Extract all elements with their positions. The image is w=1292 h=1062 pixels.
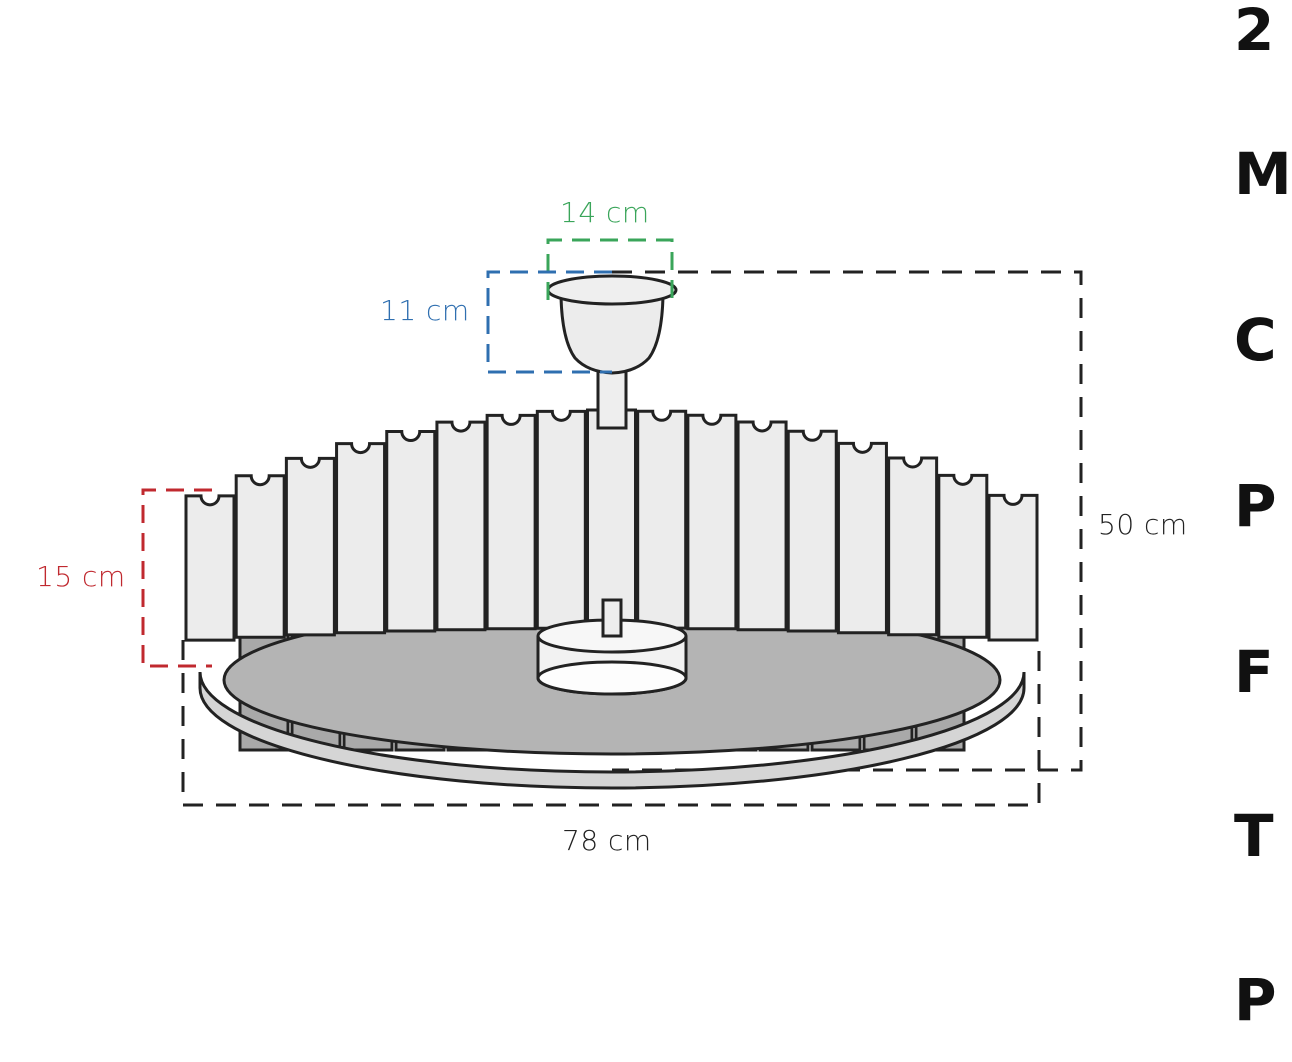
crystal-height-guide: [141, 488, 212, 668]
front-crystal: [736, 420, 788, 632]
front-crystal: [385, 430, 437, 633]
front-crystal: [686, 413, 738, 631]
front-crystal: [535, 409, 587, 630]
front-crystal: [184, 494, 236, 642]
front-crystal: [435, 420, 487, 632]
front-crystal: [284, 456, 336, 637]
front-crystal: [786, 429, 838, 633]
side-letter-1: 2: [1234, 0, 1275, 64]
side-letter-2: M: [1234, 140, 1292, 208]
side-letter-4: P: [1234, 472, 1277, 540]
side-letter-5: F: [1234, 638, 1274, 706]
label-50cm: 50 cm: [1098, 508, 1188, 541]
canopy-width-guide: [546, 238, 674, 300]
label-15cm: 15 cm: [36, 560, 126, 593]
front-crystal: [586, 408, 637, 630]
front-crystal: [636, 409, 688, 630]
bottom-ring: [198, 671, 1026, 790]
front-crystal-row: [184, 408, 1039, 642]
side-letter-6: T: [1234, 802, 1274, 870]
center-light: [536, 598, 688, 696]
label-14cm: 14 cm: [560, 196, 650, 229]
label-11cm: 11 cm: [380, 294, 470, 327]
front-crystal: [335, 442, 387, 635]
side-letter-3: C: [1234, 306, 1277, 374]
canopy-height-guide: [486, 270, 612, 374]
side-letter-7: P: [1234, 966, 1277, 1034]
front-crystal: [887, 456, 939, 637]
front-crystal: [485, 413, 537, 631]
canopy: [546, 274, 678, 430]
front-crystal: [937, 473, 989, 639]
front-crystal: [836, 441, 888, 635]
front-crystal: [987, 493, 1039, 642]
chandelier-diagram: [141, 238, 1083, 807]
label-78cm: 78 cm: [562, 824, 652, 857]
diameter-guide: [181, 640, 1041, 807]
front-crystal: [234, 474, 286, 639]
